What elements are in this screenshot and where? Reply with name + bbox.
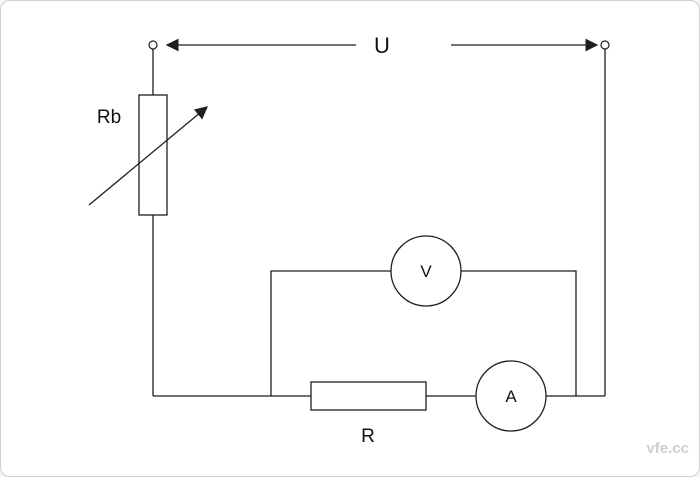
watermark: vfe.cc bbox=[646, 440, 689, 457]
ammeter-label: A bbox=[505, 387, 517, 406]
resistor-body bbox=[310, 381, 427, 411]
voltage-label: U bbox=[374, 33, 390, 58]
resistor-label: R bbox=[361, 426, 375, 447]
rheostat-body bbox=[138, 94, 168, 216]
wire-voltmeter-right bbox=[461, 270, 577, 396]
rheostat-wiper-arrow bbox=[88, 106, 209, 206]
voltmeter-label: V bbox=[420, 262, 432, 281]
wire-voltmeter-left bbox=[270, 270, 391, 396]
terminal-left bbox=[148, 40, 158, 50]
terminal-right bbox=[600, 40, 610, 50]
rheostat-label: Rb bbox=[97, 107, 121, 128]
